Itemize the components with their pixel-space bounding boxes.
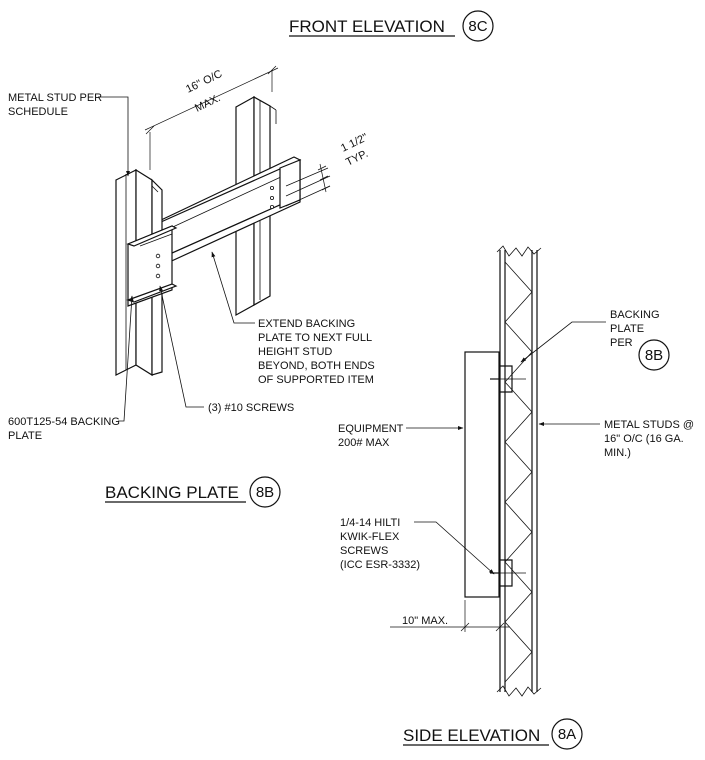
- note-plate-line1: 600T125-54 BACKING: [8, 416, 120, 428]
- backing-plate-tag-circle: [249, 476, 281, 508]
- note-metal-studs: METAL STUDS @ 16" O/C (16 GA. MIN.): [538, 419, 694, 459]
- note-plate-section: 600T125-54 BACKING PLATE: [8, 295, 134, 442]
- note-equipment-line2: 200# MAX: [338, 437, 390, 449]
- note-backing-line1: BACKING: [610, 309, 660, 321]
- note-hilti-screws: 1/4-14 HILTI KWIK-FLEX SCREWS (ICC ESR-3…: [340, 517, 495, 575]
- note-metal-stud-line2: SCHEDULE: [8, 106, 68, 118]
- spacing-dimension-label-b: MAX.: [193, 92, 222, 115]
- note-studs-line1: METAL STUDS @: [604, 419, 694, 431]
- front-elevation-tag: 8C: [468, 18, 487, 35]
- backing-plate-channel: [139, 156, 302, 271]
- note-backing-tag-circle: [638, 339, 670, 371]
- wall-break-lines: [496, 245, 542, 697]
- side-elevation-tag: 8A: [558, 726, 576, 743]
- note-equipment: EQUIPMENT 200# MAX: [338, 423, 464, 449]
- note-backing-tag: 8B: [645, 347, 663, 364]
- stud-wall: [499, 250, 538, 692]
- note-extend-backing: EXTEND BACKING PLATE TO NEXT FULL HEIGHT…: [211, 251, 375, 386]
- note-extend-line2: PLATE TO NEXT FULL: [258, 332, 372, 344]
- note-metal-stud-line1: METAL STUD PER: [8, 92, 102, 104]
- note-backing-plate-per: BACKING PLATE PER 8B: [520, 309, 670, 371]
- side-elevation-title-group: SIDE ELEVATION 8A: [403, 718, 583, 750]
- note-extend-line4: BEYOND, BOTH ENDS: [258, 360, 375, 372]
- front-elevation-title: FRONT ELEVATION: [289, 17, 445, 36]
- backing-plate-title: BACKING PLATE: [105, 483, 239, 502]
- note-screws-text: (3) #10 SCREWS: [208, 402, 294, 414]
- backing-plate-clip-upper: [490, 365, 526, 393]
- note-backing-line2: PLATE: [610, 323, 644, 335]
- note-hilti-line2: KWIK-FLEX: [340, 531, 400, 543]
- backing-plate-tag: 8B: [256, 484, 274, 501]
- isometric-backing-detail: 16" O/C MAX. 1 1/2" TYP. METAL STUD PER …: [8, 65, 375, 442]
- offset-dimension: 10" MAX.: [390, 600, 510, 632]
- backing-plate-title-group: BACKING PLATE 8B: [105, 476, 281, 508]
- note-metal-stud: METAL STUD PER SCHEDULE: [8, 92, 130, 177]
- note-hilti-line1: 1/4-14 HILTI: [340, 517, 400, 529]
- side-elevation-title: SIDE ELEVATION: [403, 726, 540, 745]
- offset-dimension-label: 10" MAX.: [402, 615, 448, 627]
- front-elevation-tag-circle: [462, 10, 494, 42]
- side-elevation-tag-circle: [551, 718, 583, 750]
- note-hilti-line4: (ICC ESR-3332): [340, 559, 420, 571]
- note-plate-line2: PLATE: [8, 430, 42, 442]
- side-elevation-detail: BACKING PLATE PER 8B EQUIPMENT 200# MAX …: [338, 245, 694, 697]
- note-extend-line3: HEIGHT STUD: [258, 346, 332, 358]
- note-studs-line3: MIN.): [604, 447, 631, 459]
- note-extend-line5: OF SUPPORTED ITEM: [258, 374, 374, 386]
- note-equipment-line1: EQUIPMENT: [338, 423, 404, 435]
- note-studs-line2: 16" O/C (16 GA.: [604, 433, 684, 445]
- equipment-box: [464, 351, 500, 598]
- spacing-dimension-label-a: 16" O/C: [184, 68, 224, 96]
- note-hilti-line3: SCREWS: [340, 545, 388, 557]
- note-screws: (3) #10 SCREWS: [159, 285, 294, 414]
- note-extend-line1: EXTEND BACKING: [258, 318, 355, 330]
- front-elevation-title-group: FRONT ELEVATION 8C: [289, 10, 494, 42]
- note-backing-line3: PER: [610, 337, 633, 349]
